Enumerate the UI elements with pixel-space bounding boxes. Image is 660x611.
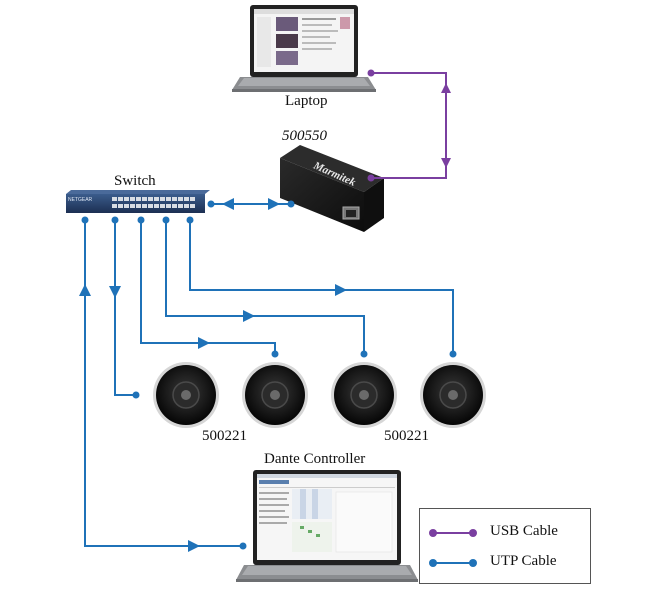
dante-laptop-icon xyxy=(236,470,418,582)
ceiling-speaker-icon xyxy=(242,362,308,428)
speaker-model-label-left: 500221 xyxy=(202,428,247,444)
ceiling-speaker-icon xyxy=(331,362,397,428)
legend-label-usb: USB Cable xyxy=(490,523,558,539)
usb-endpoint xyxy=(367,174,375,182)
legend-label-utp: UTP Cable xyxy=(490,553,557,569)
usb-endpoint xyxy=(367,69,375,77)
usb-swatch-dot xyxy=(469,529,477,537)
switch-brand-text: NETGEAR xyxy=(68,197,93,203)
ceiling-speaker-icon xyxy=(153,362,219,428)
interface-model-label: 500550 xyxy=(282,128,327,144)
laptop-icon xyxy=(232,5,376,92)
laptop-label: Laptop xyxy=(285,93,328,109)
legend-item-usb: USB Cable xyxy=(420,523,590,543)
utp-swatch-dot xyxy=(469,559,477,567)
network-switch-icon: NETGEAR xyxy=(66,190,210,213)
dante-controller-label: Dante Controller xyxy=(264,451,366,467)
speaker-model-label-right: 500221 xyxy=(384,428,429,444)
utp-arrows xyxy=(79,198,347,552)
usb-swatch xyxy=(436,532,470,534)
utp-swatch-dot xyxy=(429,559,437,567)
legend-item-utp: UTP Cable xyxy=(420,553,590,573)
usb-swatch-dot xyxy=(429,529,437,537)
switch-ports xyxy=(112,197,195,208)
audio-interface-icon: Marmitek xyxy=(280,145,384,232)
usb-cable xyxy=(371,72,451,179)
utp-endpoints xyxy=(81,200,457,550)
ceiling-speaker-icon xyxy=(420,362,486,428)
switch-label: Switch xyxy=(114,173,156,189)
utp-swatch xyxy=(436,562,470,564)
legend: USB Cable UTP Cable xyxy=(419,508,591,584)
